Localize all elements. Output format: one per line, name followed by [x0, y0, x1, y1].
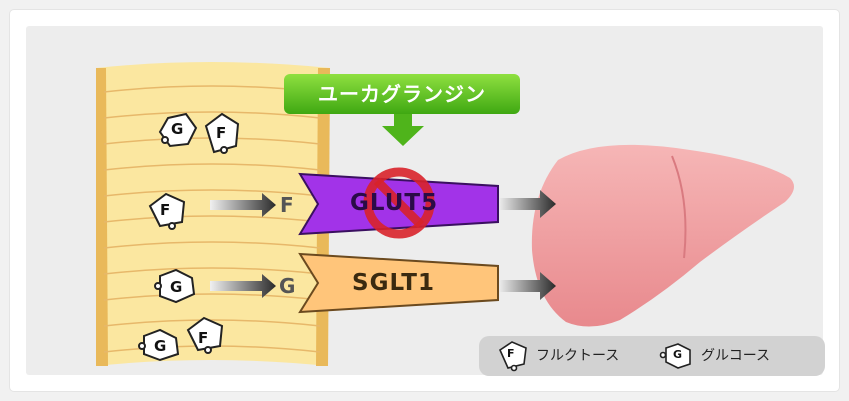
fructose-symbol: F — [216, 124, 227, 142]
legend-fructose-symbol: F — [507, 347, 515, 360]
glucose-icon — [154, 268, 196, 304]
liver — [531, 144, 794, 327]
legend-glucose-label: グルコース — [701, 348, 771, 364]
glucose-symbol: G — [170, 278, 183, 296]
sglt1-transporter — [298, 252, 499, 314]
fructose-icon — [148, 192, 186, 230]
glucose-input-label: G — [279, 274, 296, 298]
legend-glucose-symbol: G — [673, 348, 683, 361]
fructose-symbol: F — [160, 201, 171, 219]
fructose-icon — [186, 316, 224, 354]
legend — [479, 336, 825, 376]
glut5-output-arrow — [498, 190, 556, 218]
fructose-icon — [204, 112, 240, 154]
eucagrandin-banner — [284, 74, 520, 146]
fructose-symbol: F — [198, 329, 209, 347]
molecule-icons — [138, 112, 240, 362]
glucose-symbol: G — [154, 337, 167, 355]
glucose-symbol: G — [171, 120, 184, 138]
sglt1-label: SGLT1 — [352, 270, 435, 296]
sglt1-output-arrow — [498, 272, 556, 300]
inhibition-icon — [363, 167, 435, 239]
legend-fructose-label: フルクトース — [536, 348, 620, 364]
glucose-input-arrow — [210, 274, 276, 298]
banner-label: ユーカグランジン — [318, 82, 486, 106]
intestine-wall — [96, 62, 330, 366]
fructose-input-label: F — [280, 193, 294, 217]
fructose-input-arrow — [210, 193, 276, 217]
glucose-icon — [158, 112, 198, 148]
glut5-label: GLUT5 — [350, 190, 439, 216]
glucose-icon — [138, 328, 180, 362]
